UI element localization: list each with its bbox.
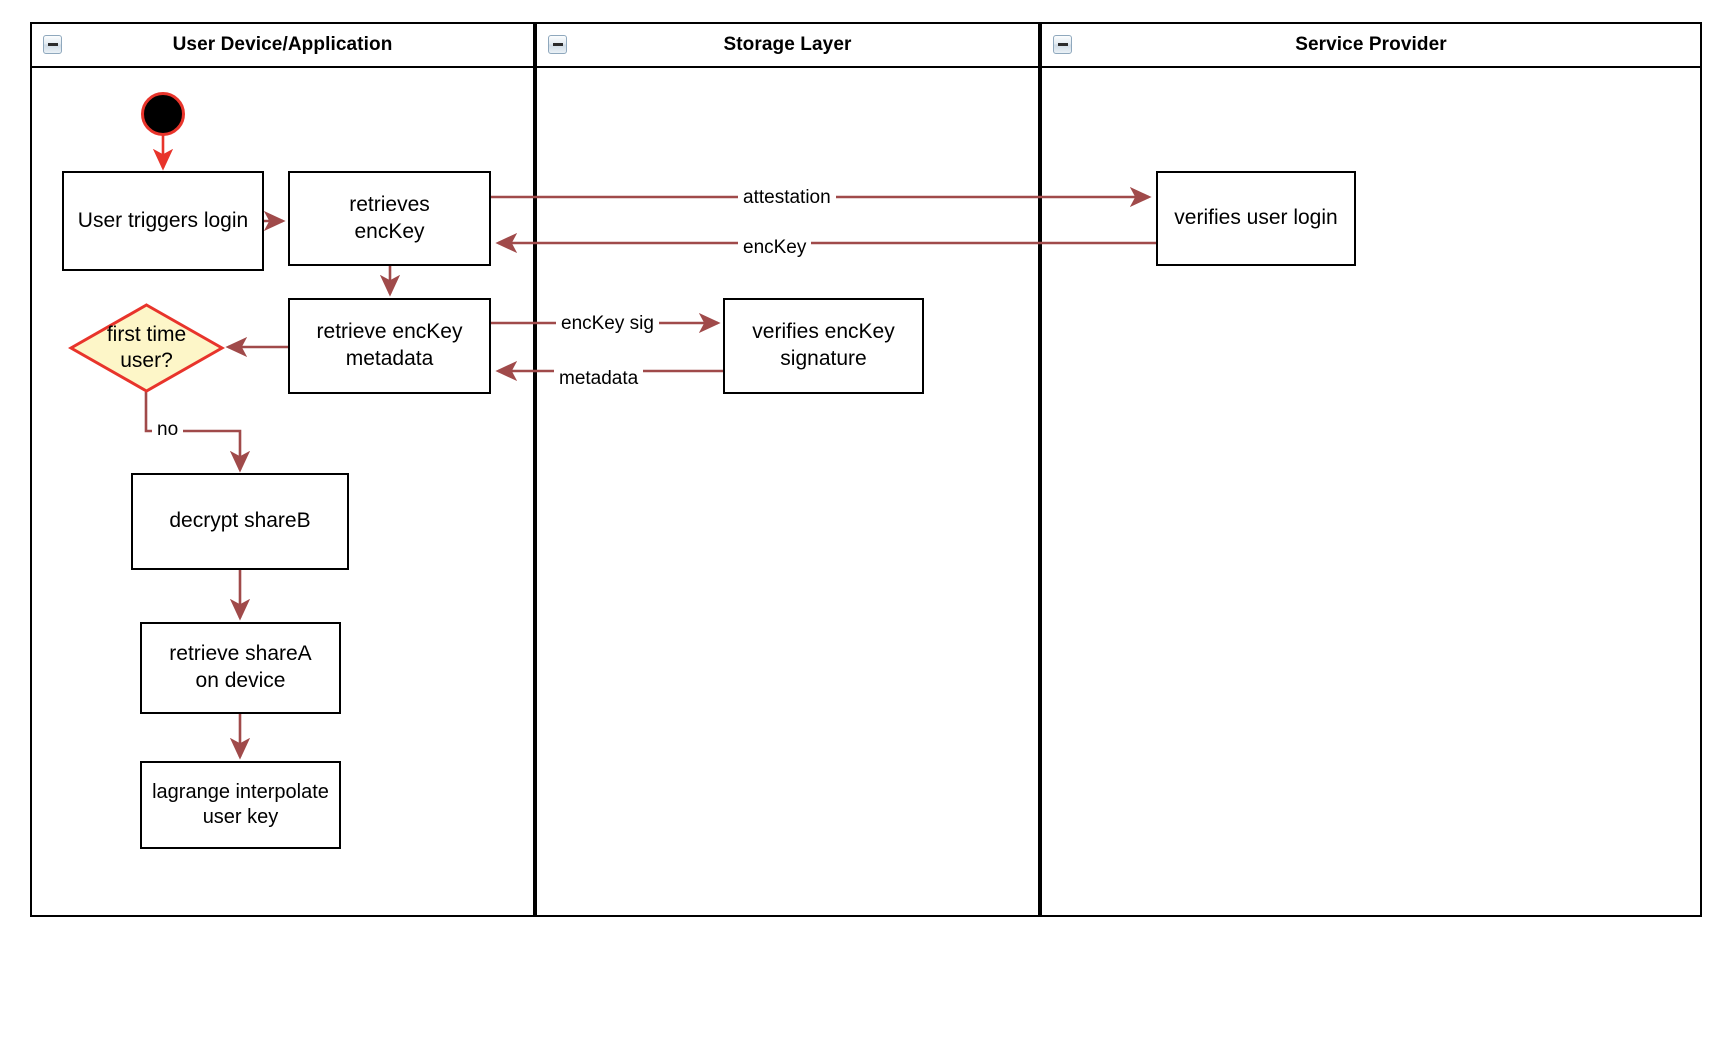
- start-node[interactable]: [141, 92, 185, 136]
- edge-label-enckey-sig: encKey sig: [556, 314, 659, 333]
- lane-title-service-provider: Service Provider: [1295, 34, 1447, 55]
- node-user-triggers-login[interactable]: User triggers login: [62, 171, 264, 271]
- edge-label-metadata: metadata: [554, 369, 644, 388]
- edge-label-no: no: [152, 420, 184, 439]
- lane-header-user-device[interactable]: User Device/Application: [32, 24, 533, 68]
- collapse-minus-icon[interactable]: [43, 35, 62, 54]
- lane-title-user-device: User Device/Application: [172, 34, 393, 55]
- node-decrypt-shareb[interactable]: decrypt shareB: [131, 473, 349, 570]
- edge-label-attestation: attestation: [738, 188, 836, 207]
- lane-user-device[interactable]: User Device/Application: [30, 22, 535, 917]
- decision-diamond-shape: [68, 303, 225, 393]
- collapse-minus-icon[interactable]: [1053, 35, 1072, 54]
- edge-label-enckey: encKey: [738, 238, 812, 257]
- lane-header-service-provider[interactable]: Service Provider: [1042, 24, 1700, 68]
- node-retrieves-enckey[interactable]: retrieves encKey: [288, 171, 491, 266]
- node-first-time-user-decision[interactable]: first time user?: [68, 302, 225, 394]
- node-retrieve-sharea[interactable]: retrieve shareA on device: [140, 622, 341, 714]
- lane-service-provider[interactable]: Service Provider: [1040, 22, 1702, 917]
- lane-title-storage-layer: Storage Layer: [723, 34, 852, 55]
- node-verifies-user-login[interactable]: verifies user login: [1156, 171, 1356, 266]
- collapse-minus-icon[interactable]: [548, 35, 567, 54]
- node-lagrange-interpolate[interactable]: lagrange interpolate user key: [140, 761, 341, 849]
- lane-storage-layer[interactable]: Storage Layer: [535, 22, 1040, 917]
- lane-header-storage-layer[interactable]: Storage Layer: [537, 24, 1038, 68]
- node-verifies-enckey-signature[interactable]: verifies encKey signature: [723, 298, 924, 394]
- node-retrieve-enckey-metadata[interactable]: retrieve encKey metadata: [288, 298, 491, 394]
